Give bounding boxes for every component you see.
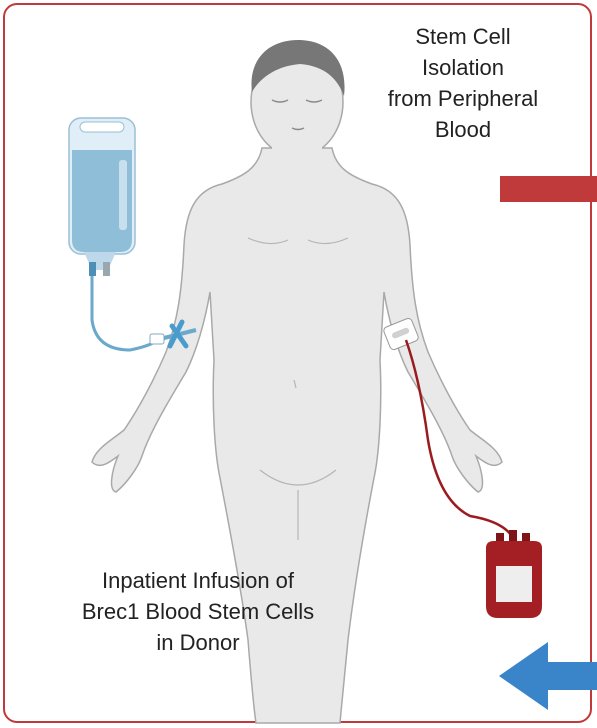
blood-bag-icon — [486, 530, 542, 618]
iv-tubing — [92, 276, 158, 350]
infusion-label: Inpatient Infusion of Brec1 Blood Stem C… — [48, 565, 348, 658]
blue-arrow-icon — [499, 642, 597, 710]
red-arrow-icon — [500, 176, 597, 202]
collection-label: Stem Cell Isolation from Peripheral Bloo… — [358, 21, 568, 145]
iv-bag-icon — [69, 118, 135, 276]
